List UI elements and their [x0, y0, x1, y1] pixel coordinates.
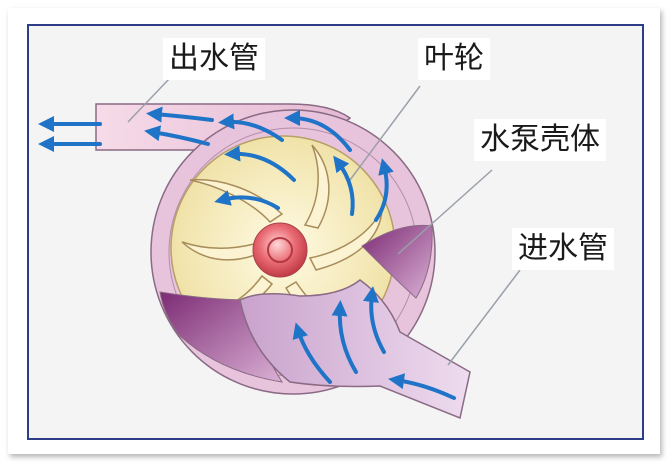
flow-arrow-icon — [284, 110, 352, 152]
flow-arrow-icon — [363, 286, 386, 354]
flow-arrow-icon — [224, 145, 296, 182]
flow-arrow-icon — [218, 113, 284, 142]
inlet-pipe-shape — [239, 279, 471, 420]
casing-dark-right — [361, 224, 433, 299]
flow-arrow-icon — [144, 125, 210, 146]
leader-lines — [127, 77, 521, 366]
label-outlet-pipe: 出水管 — [163, 38, 265, 80]
label-pump-casing: 水泵壳体 — [474, 119, 606, 161]
label-impeller: 叶轮 — [418, 38, 490, 80]
flow-arrows — [38, 106, 456, 400]
impeller-hub-icon — [252, 222, 308, 278]
flow-arrow-icon — [388, 373, 456, 400]
flow-arrow-icon — [331, 300, 358, 374]
flow-arrow-icon — [214, 190, 280, 210]
flow-arrow-icon — [292, 322, 332, 384]
flow-arrow-icon — [146, 106, 214, 123]
flow-arrow-icon — [374, 158, 394, 222]
flow-arrow-icon — [333, 155, 355, 216]
label-inlet-pipe: 进水管 — [512, 228, 614, 270]
